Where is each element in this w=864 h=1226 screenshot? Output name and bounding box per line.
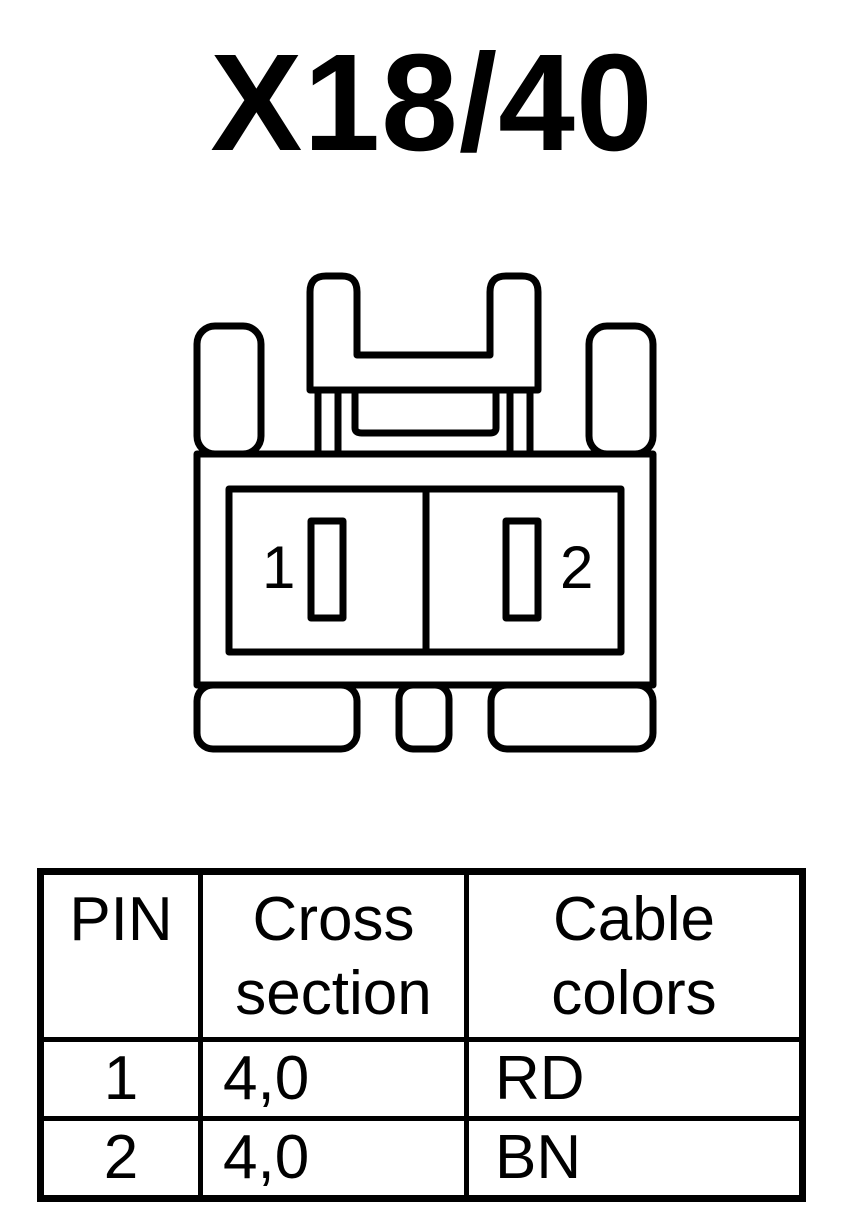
table-row: 1 4,0 RD [38, 1037, 805, 1121]
cell-cross-section: 4,0 [198, 1037, 469, 1121]
header-cross-section: Cross section [198, 869, 469, 1042]
header-cross-section-line1: Cross [252, 885, 415, 954]
table-row: 2 4,0 BN [38, 1116, 805, 1201]
cell-cable-color: RD [464, 1037, 805, 1121]
right-ear [585, 322, 657, 458]
cell-cross-section: 4,0 [198, 1116, 469, 1201]
header-cross-section-line2: section [235, 959, 432, 1028]
pin-label-1: 1 [262, 534, 295, 601]
header-cable-colors-line1: Cable [553, 885, 715, 954]
cell-pin: 2 [38, 1116, 203, 1201]
center-key [395, 681, 453, 753]
connector-diagram: 1 2 [193, 272, 657, 753]
pin-slot-1 [307, 517, 347, 622]
table-header-row: PIN Cross section Cable colors [38, 869, 805, 1042]
cell-cable-color: BN [464, 1116, 805, 1201]
header-cable-colors: Cable colors [464, 869, 805, 1042]
right-foot [487, 681, 657, 753]
connector-body [193, 450, 657, 689]
cell-pin: 1 [38, 1037, 203, 1121]
header-pin: PIN [38, 869, 203, 1042]
latch [306, 272, 542, 394]
latch-window [351, 392, 500, 437]
header-pin-text: PIN [69, 885, 173, 954]
connector-title: X18/40 [210, 26, 654, 180]
header-cable-colors-line2: colors [551, 959, 717, 1028]
pin-table: PIN Cross section Cable colors 1 4,0 RD … [37, 868, 806, 1202]
left-foot [193, 681, 361, 753]
left-ear [193, 322, 265, 458]
pin-slot-2 [502, 517, 542, 622]
pin-label-2: 2 [560, 534, 593, 601]
